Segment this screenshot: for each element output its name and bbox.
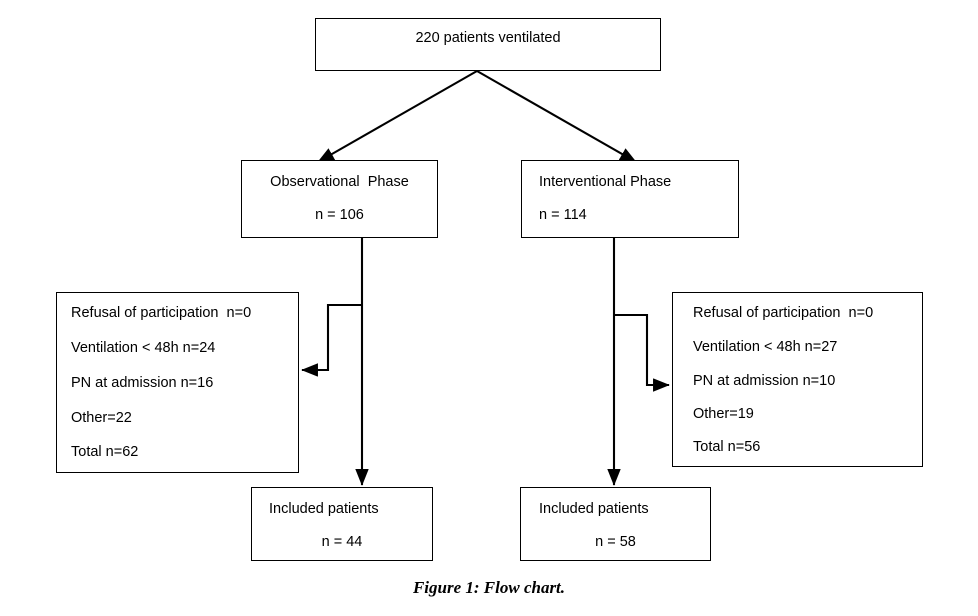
figure-caption: Figure 1: Flow chart. [412,578,566,597]
exclusion-row-refusal: Refusal of participation n=0 [693,305,874,321]
exclusion-row-total: Total n=62 [71,444,139,460]
node-observational-included: Included patients n = 44 [251,487,433,561]
node-observational-phase: Observational Phase n = 106 [241,160,438,238]
node-observational-phase-title: Observational Phase [270,174,409,190]
node-interventional-phase-count: n = 114 [539,207,587,223]
edge-interventional-to-exclusions [614,313,670,392]
exclusion-row-ventilation: Ventilation < 48h n=24 [71,340,216,356]
node-interventional-phase-title: Interventional Phase [539,174,672,190]
exclusion-row-other: Other=19 [693,406,754,422]
exclusion-row-pn-admission: PN at admission n=16 [71,375,214,391]
node-total-ventilated: 220 patients ventilated [315,18,661,71]
node-included-title: Included patients [539,501,649,517]
node-total-label: 220 patients ventilated [415,30,561,46]
exclusion-row-other: Other=22 [71,410,132,426]
exclusion-row-total: Total n=56 [693,439,761,455]
node-included-count: n = 44 [321,534,363,550]
edge-total-to-interventional [476,70,637,163]
exclusion-row-refusal: Refusal of participation n=0 [71,305,252,321]
exclusion-row-ventilation: Ventilation < 48h n=27 [693,339,838,355]
node-included-count: n = 58 [595,534,636,550]
node-interventional-exclusions: Refusal of participation n=0 Ventilation… [672,292,923,467]
node-observational-exclusions: Refusal of participation n=0 Ventilation… [56,292,299,473]
node-observational-phase-count: n = 106 [315,207,364,223]
edge-total-to-observational [317,70,478,163]
node-interventional-phase: Interventional Phase n = 114 [521,160,739,238]
edge-observational-to-exclusions [301,303,362,377]
node-interventional-included: Included patients n = 58 [520,487,711,561]
exclusion-row-pn-admission: PN at admission n=10 [693,373,836,389]
node-included-title: Included patients [269,501,379,517]
